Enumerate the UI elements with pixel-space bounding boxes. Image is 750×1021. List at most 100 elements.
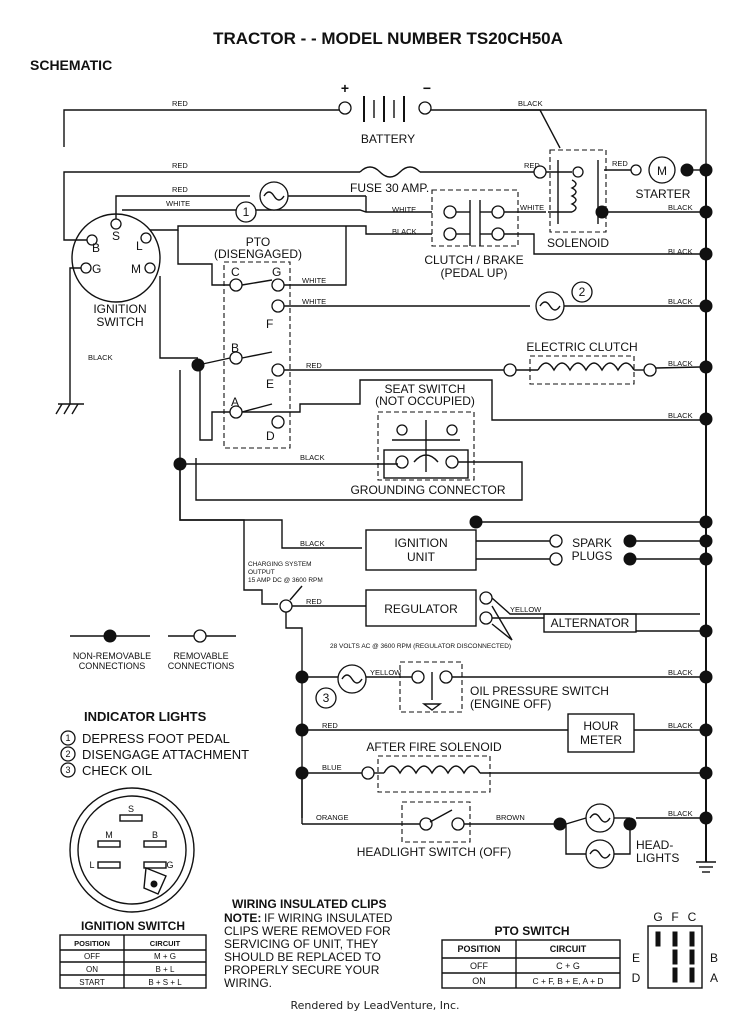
headlights-label-2: LIGHTS xyxy=(636,851,679,865)
headlights: HEAD- LIGHTS xyxy=(565,803,700,869)
solenoid: SOLENOID xyxy=(533,149,700,250)
headlight-switch-label: HEADLIGHT SWITCH (OFF) xyxy=(357,845,511,859)
seat-switch: SEAT SWITCH (NOT OCCUPIED) xyxy=(375,382,475,481)
after-fire-solenoid: AFTER FIRE SOLENOID xyxy=(361,740,700,793)
ignition-switch-table: IGNITION SWITCH POSITION CIRCUIT OFF M +… xyxy=(59,919,207,989)
ign-terminal-m: M xyxy=(131,262,141,276)
wire-label-black: BLACK xyxy=(668,203,693,212)
clips-note-line: IF WIRING INSULATED xyxy=(264,911,393,925)
clips-note-line: WIRING. xyxy=(224,976,272,990)
starter-label: STARTER xyxy=(636,187,691,201)
pto-plug-b: B xyxy=(710,951,718,965)
indicator-num-2: 2 xyxy=(65,749,70,759)
pto-table-header-circuit: CIRCUIT xyxy=(550,944,587,954)
indicator-num-3: 3 xyxy=(65,765,70,775)
battery-minus: − xyxy=(423,80,431,96)
wire-label-black: BLACK xyxy=(668,297,693,306)
hour-meter: HOUR METER xyxy=(567,713,635,753)
ground-dots xyxy=(699,163,713,825)
wire-label-black: BLACK xyxy=(392,227,417,236)
wire-label-yellow: YELLOW xyxy=(370,668,402,677)
wire-label-black: BLACK xyxy=(668,247,693,256)
starter-motor: M STARTER xyxy=(604,156,700,201)
wire-label-red: RED xyxy=(322,721,338,730)
wire-label-black: BLACK xyxy=(300,539,325,548)
lamp-number-3: 3 xyxy=(323,691,330,705)
indicator-label-2: DISENGAGE ATTACHMENT xyxy=(82,747,249,762)
grounding-connector: GROUNDING CONNECTOR xyxy=(350,449,506,497)
wire-label-white: WHITE xyxy=(302,297,326,306)
pto-plug-a: A xyxy=(710,971,718,985)
legend-non-removable: NON-REMOVABLE xyxy=(73,651,151,661)
regulator: REGULATOR xyxy=(365,589,493,627)
fuse: FUSE 30 AMP. xyxy=(63,166,534,225)
legend-non-removable-2: CONNECTIONS xyxy=(79,661,146,671)
ignition-unit: IGNITION UNIT SPARK PLUGS xyxy=(365,515,700,571)
indicator-num-1: 1 xyxy=(65,733,70,743)
pto-terminal-b: B xyxy=(231,341,239,355)
ignition-table-cell: M + G xyxy=(154,952,176,961)
wire-label-black: BLACK xyxy=(668,359,693,368)
indicator-lamp-1: 1 xyxy=(235,181,367,223)
wire-label-white: WHITE xyxy=(302,276,326,285)
charging-label-1: CHARGING SYSTEM xyxy=(248,561,312,568)
ignition-unit-label-2: UNIT xyxy=(407,550,436,564)
ignition-table-header-position: POSITION xyxy=(74,939,110,948)
hour-meter-label-2: METER xyxy=(580,733,622,747)
page-title: TRACTOR - - MODEL NUMBER TS20CH50A xyxy=(213,29,563,48)
ign-terminal-s: S xyxy=(112,229,120,243)
spark-plugs-label: SPARK xyxy=(572,536,612,550)
footer-credit: Rendered by LeadVenture, Inc. xyxy=(290,999,460,1012)
indicator-lights-legend: INDICATOR LIGHTS 1 DEPRESS FOOT PEDAL 2 … xyxy=(60,709,249,778)
wire-label-black: BLACK xyxy=(300,453,325,462)
charging-label-2: OUTPUT xyxy=(248,569,275,576)
plug-terminal-g: G xyxy=(166,860,173,870)
pto-plug-g: G xyxy=(653,910,662,924)
headlights-label: HEAD- xyxy=(636,838,673,852)
fuse-label: FUSE 30 AMP. xyxy=(350,181,429,195)
alternator: ALTERNATOR xyxy=(491,597,700,641)
ignition-table-cell: B + S + L xyxy=(148,978,182,987)
plug-terminal-b: B xyxy=(152,830,158,840)
wire-label-black: BLACK xyxy=(88,353,113,362)
charging-label-3: 15 AMP DC @ 3600 RPM xyxy=(248,577,323,584)
wire-label-white: WHITE xyxy=(166,199,190,208)
pto-table-cell: C + G xyxy=(556,961,580,971)
pto-terminal-c: C xyxy=(231,265,240,279)
battery-plus: + xyxy=(341,80,349,96)
headlight-switch: HEADLIGHT SWITCH (OFF) xyxy=(357,801,511,859)
legend-removable: REMOVABLE xyxy=(173,651,228,661)
ignition-table-cell: OFF xyxy=(84,952,100,961)
ignition-switch-label-2: SWITCH xyxy=(96,315,143,329)
wire-label-orange: ORANGE xyxy=(316,813,349,822)
pto-table-cell: C + F, B + E, A + D xyxy=(532,976,603,986)
indicator-label-1: DEPRESS FOOT PEDAL xyxy=(82,731,230,746)
wire-label-white: WHITE xyxy=(392,205,416,214)
wire-label-black: BLACK xyxy=(668,411,693,420)
plug-terminal-l: L xyxy=(89,860,94,870)
indicator-label-3: CHECK OIL xyxy=(82,763,152,778)
wire-label-black: BLACK xyxy=(668,668,693,677)
ign-terminal-b: B xyxy=(92,241,100,255)
pto-table-cell: OFF xyxy=(470,961,488,971)
pto-table-cell: ON xyxy=(472,976,486,986)
ign-terminal-g: G xyxy=(92,262,101,276)
spark-plugs-label-2: PLUGS xyxy=(572,549,613,563)
ignition-table-cell: START xyxy=(79,978,105,987)
battery-label: BATTERY xyxy=(361,132,415,146)
wire-label-red: RED xyxy=(612,159,628,168)
indicator-lamp-3: 3 xyxy=(315,664,367,709)
clips-note-line: SHOULD BE REPLACED TO xyxy=(224,950,381,964)
pto-terminal-d: D xyxy=(266,429,275,443)
wire-label-white: WHITE xyxy=(520,203,544,212)
pto-label: PTO xyxy=(246,235,270,249)
wire-label-red: RED xyxy=(306,361,322,370)
wire-label-red: RED xyxy=(172,161,188,170)
ignition-table-title: IGNITION SWITCH xyxy=(81,919,185,933)
clips-note-title: WIRING INSULATED CLIPS xyxy=(232,897,386,911)
pto-table-header-position: POSITION xyxy=(457,944,500,954)
pto-switch-table: PTO SWITCH POSITION CIRCUIT OFF C + G ON… xyxy=(441,924,621,989)
wire-label-red: RED xyxy=(172,99,188,108)
